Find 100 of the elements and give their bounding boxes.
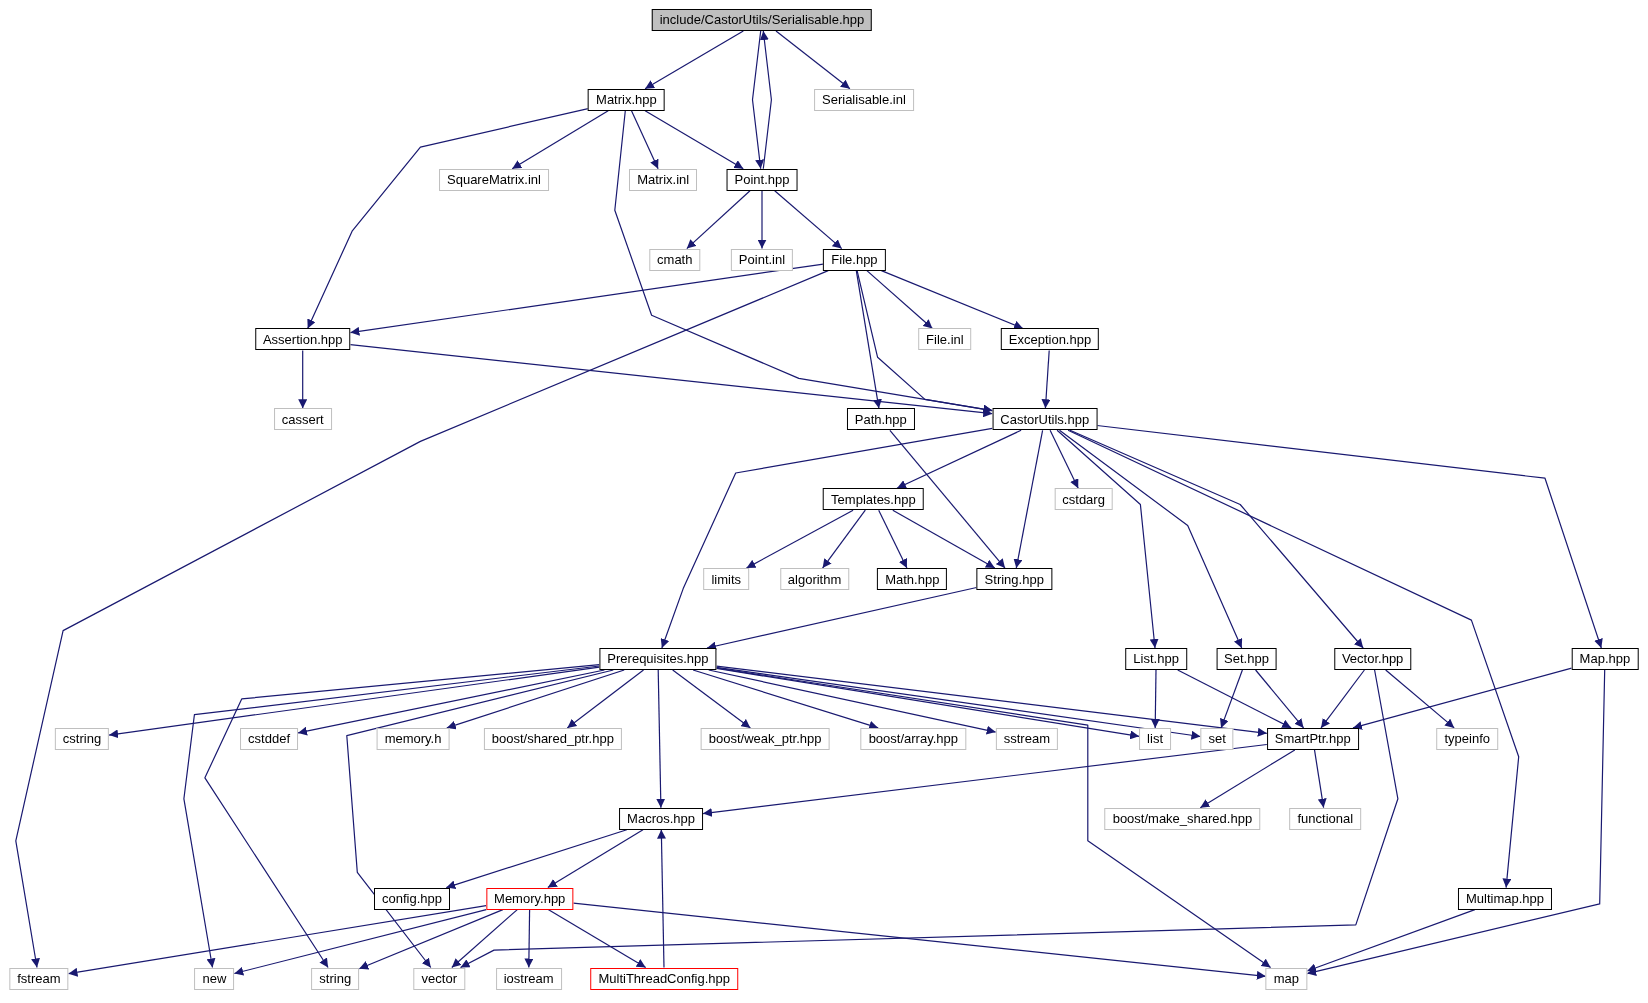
file-box [877, 568, 948, 591]
file-name: Point.hpp [734, 172, 790, 188]
file-name: MultiThreadConfig.hpp [598, 971, 730, 986]
file-box [846, 408, 915, 431]
file-box [918, 328, 972, 351]
file-name: string [319, 971, 352, 986]
arrow [757, 190, 767, 250]
arrow [67, 905, 487, 977]
file-name: cmath [657, 252, 693, 268]
arrow [775, 30, 851, 90]
file-box [995, 727, 1058, 750]
arrow [878, 509, 908, 569]
arrow [1056, 429, 1159, 649]
file-name: cstddef [248, 731, 290, 747]
file-name: cstdarg [1062, 491, 1105, 507]
file-name: CastorUtils.hpp [1000, 411, 1090, 427]
file-box [376, 727, 450, 750]
arrow [297, 669, 605, 736]
file-box [1265, 967, 1308, 990]
file-name: sstream [1003, 731, 1050, 747]
arrow [524, 909, 534, 969]
arrow [547, 909, 647, 969]
file-name: Memory.hpp [494, 891, 566, 907]
arrow [108, 666, 600, 739]
file-box [1104, 807, 1261, 830]
arrow [715, 665, 1268, 737]
arrow [745, 509, 854, 569]
arrow [15, 270, 829, 969]
arrow [702, 743, 1268, 817]
file-box [9, 967, 69, 990]
arrow [1150, 669, 1160, 729]
file-name: limits [711, 571, 742, 587]
arrow [657, 829, 666, 969]
arrow [511, 110, 609, 170]
file-box [1054, 488, 1113, 511]
file-box [1333, 648, 1412, 670]
file-name: algorithm [787, 571, 842, 587]
arrow [644, 110, 744, 170]
arrow [566, 669, 645, 729]
arrow [1067, 429, 1520, 889]
arrow [715, 667, 1272, 969]
file-name: new [202, 971, 227, 986]
file-name: Math.hpp [885, 571, 940, 587]
arrow [774, 190, 843, 250]
file-name: Matrix.inl [637, 172, 690, 188]
arrow [1049, 429, 1079, 489]
file-box [486, 887, 574, 910]
arrow [1058, 429, 1243, 649]
arrow [1255, 669, 1305, 729]
file-box [700, 727, 830, 750]
arrow [547, 829, 644, 889]
file-name: cassert [281, 411, 324, 427]
file-name: typeinfo [1444, 731, 1490, 747]
arrow [1013, 429, 1044, 569]
file-name: boost/make_shared.hpp [1112, 811, 1253, 827]
file-box [814, 88, 914, 111]
file-box [619, 807, 704, 830]
file-name: SquareMatrix.inl [447, 172, 541, 188]
arrow [656, 669, 666, 809]
arrow [451, 909, 518, 969]
arrow [892, 509, 996, 569]
file-box [726, 168, 798, 191]
file-box [311, 967, 360, 990]
arrow [708, 669, 997, 735]
file-name: File.inl [926, 331, 964, 347]
arrow [349, 344, 993, 418]
arrow [1199, 749, 1296, 809]
arrow [1306, 909, 1476, 973]
file-box [992, 408, 1098, 431]
file-name: functional [1297, 811, 1354, 827]
arrow [880, 270, 1024, 330]
file-box [1139, 727, 1171, 750]
file-box [590, 967, 738, 990]
arrow [1069, 429, 1364, 649]
file-name: SmartPtr.hpp [1274, 731, 1351, 747]
file-name: Serialisable.inl [822, 92, 906, 108]
arrow [307, 108, 589, 330]
file-box [1571, 648, 1639, 670]
arrow [692, 669, 879, 730]
arrow [1306, 669, 1606, 976]
file-name: boost/weak_ptr.hpp [708, 731, 822, 747]
arrow [896, 429, 1022, 489]
arrow [759, 30, 772, 170]
arrow [1220, 669, 1243, 729]
file-name: Map.hpp [1579, 651, 1631, 667]
arrow [1041, 349, 1051, 409]
file-box [779, 568, 850, 591]
file-box [413, 967, 465, 990]
arrow [358, 909, 504, 970]
file-box [495, 967, 562, 990]
file-name: cstring [62, 731, 102, 747]
file-box [1289, 807, 1362, 830]
arrow [822, 509, 866, 569]
file-name: memory.h [384, 731, 442, 747]
file-name: Prerequisites.hpp [607, 651, 709, 667]
file-name: Templates.hpp [831, 491, 916, 507]
file-box [240, 727, 298, 750]
file-name: Matrix.hpp [596, 92, 657, 108]
file-box [599, 648, 717, 670]
file-box [483, 727, 622, 750]
